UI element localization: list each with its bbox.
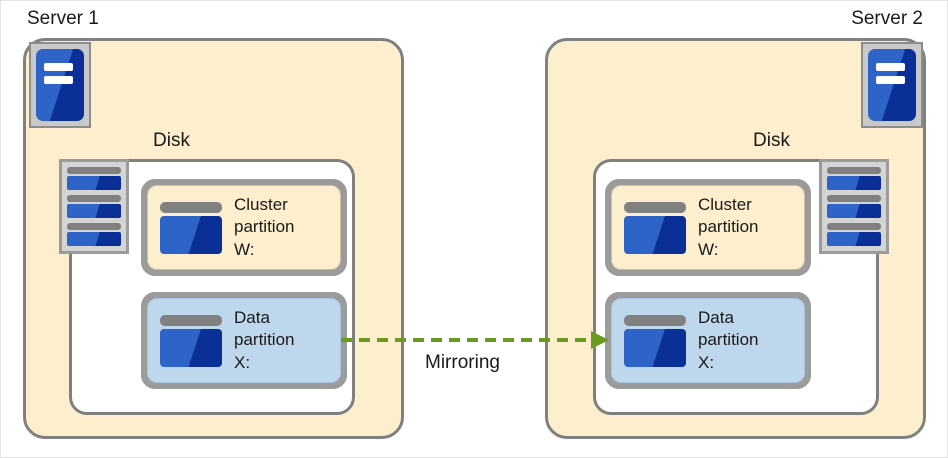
disk-unit-body: [67, 203, 121, 218]
server-icon-slot-bottom: [43, 75, 74, 84]
server-icon-slot-bottom: [875, 75, 906, 84]
partition-label: Data partition X:: [698, 307, 759, 372]
disk-unit-body: [67, 175, 121, 190]
partition-icon-body: [160, 215, 222, 254]
disk-unit-bar: [67, 195, 121, 202]
disk-stack-unit: [67, 167, 121, 190]
server-icon-slot-top: [43, 62, 74, 71]
partition-inner: Data partition X:: [611, 298, 805, 383]
disk-stack-unit: [67, 223, 121, 246]
server-icon: [29, 42, 91, 128]
partition-icon-body: [624, 328, 686, 367]
disk-unit-bar: [827, 167, 881, 174]
disk-unit-body: [827, 231, 881, 246]
server-1-disk-label: Disk: [153, 130, 190, 151]
disk-stack-unit: [827, 223, 881, 246]
partition-icon-bar: [624, 314, 686, 326]
disk-unit-bar: [827, 195, 881, 202]
partition-label: Data partition X:: [234, 307, 295, 372]
server-1-title: Server 1: [27, 8, 99, 29]
partition-icon-bar: [624, 201, 686, 213]
disk-stack-unit: [67, 195, 121, 218]
partition-icon-body: [624, 215, 686, 254]
server-2-data-partition: Data partition X:: [605, 292, 811, 389]
server-1-cluster-partition: Cluster partition W:: [141, 179, 347, 276]
partition-inner: Data partition X:: [147, 298, 341, 383]
disk-unit-bar: [67, 223, 121, 230]
partition-icon-bar: [160, 201, 222, 213]
mirroring-label: Mirroring: [425, 352, 500, 373]
dashed-arrow-right-icon: [341, 331, 609, 349]
server-icon-body: [36, 49, 84, 121]
server-1-data-partition: Data partition X:: [141, 292, 347, 389]
partition-disk-icon: [624, 201, 686, 254]
partition-disk-icon: [624, 314, 686, 367]
disk-stack-icon: [59, 159, 129, 254]
disk-unit-bar: [67, 167, 121, 174]
disk-unit-body: [827, 203, 881, 218]
disk-unit-body: [827, 175, 881, 190]
server-icon-slot-top: [875, 62, 906, 71]
server-2-cluster-partition: Cluster partition W:: [605, 179, 811, 276]
server-icon: [861, 42, 923, 128]
mirroring-arrowhead: [591, 331, 609, 349]
partition-label: Cluster partition W:: [234, 194, 295, 259]
partition-icon-bar: [160, 314, 222, 326]
partition-disk-icon: [160, 314, 222, 367]
partition-inner: Cluster partition W:: [147, 185, 341, 270]
partition-inner: Cluster partition W:: [611, 185, 805, 270]
partition-icon-body: [160, 328, 222, 367]
disk-unit-body: [67, 231, 121, 246]
server-2-disk-label: Disk: [753, 130, 790, 151]
partition-disk-icon: [160, 201, 222, 254]
disk-unit-bar: [827, 223, 881, 230]
partition-label: Cluster partition W:: [698, 194, 759, 259]
disk-stack-unit: [827, 195, 881, 218]
disk-stack-unit: [827, 167, 881, 190]
server-2-title: Server 2: [851, 8, 923, 29]
disk-stack-icon: [819, 159, 889, 254]
server-icon-body: [868, 49, 916, 121]
